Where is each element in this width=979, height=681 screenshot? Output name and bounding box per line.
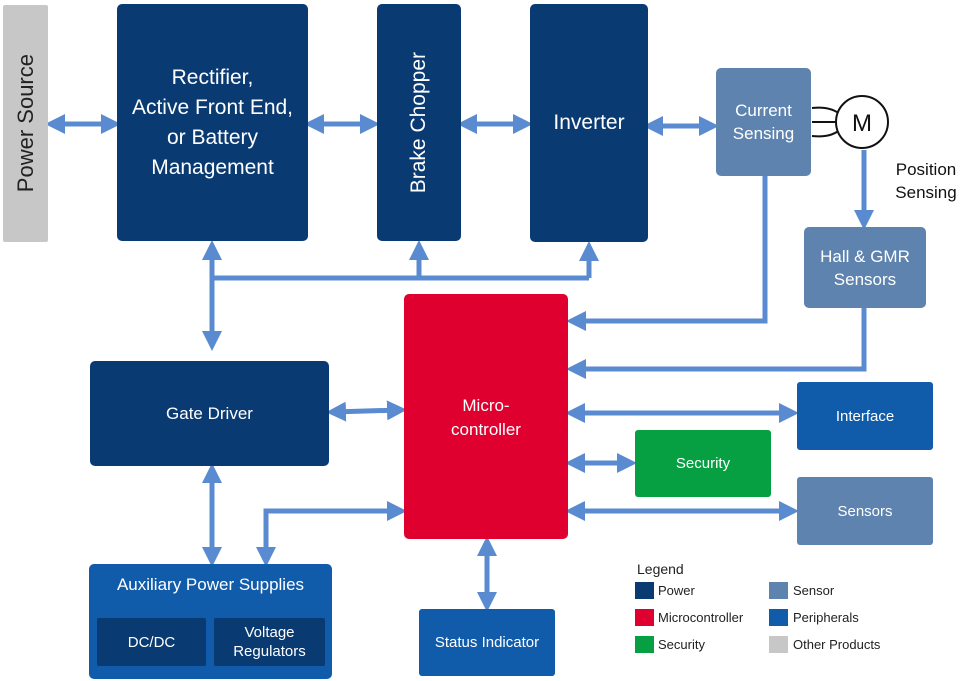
status-indicator-block: Status Indicator	[419, 609, 555, 676]
brake-chopper-label: Brake Chopper	[407, 51, 430, 194]
voltage-regulators-label: Voltage Regulators	[233, 624, 306, 660]
sensors-block: Sensors	[797, 477, 933, 545]
rectifier-block: Rectifier, Active Front End, or Battery …	[117, 4, 308, 241]
legend-swatch-peripherals	[769, 609, 788, 626]
gate-driver-block: Gate Driver	[90, 361, 329, 466]
inverter-label: Inverter	[553, 111, 625, 134]
dcdc-block: DC/DC	[97, 618, 206, 666]
power-source-label: Power Source	[12, 54, 38, 193]
legend-label-peripherals: Peripherals	[793, 610, 859, 625]
microcontroller-label: Micro- controller	[451, 396, 521, 439]
aux-power-label: Auxiliary Power Supplies	[116, 575, 305, 594]
arrow-current-mcu	[565, 176, 768, 331]
legend-swatch-microcontroller	[635, 609, 654, 626]
legend-label-other-products: Other Products	[793, 637, 881, 652]
legend-swatch-other-products	[769, 636, 788, 653]
hall-gmr-block: Hall & GMR Sensors	[804, 227, 926, 308]
legend-label-power: Power	[658, 583, 695, 598]
legend-swatch-sensor	[769, 582, 788, 599]
rectifier-label: Rectifier, Active Front End, or Battery …	[131, 65, 294, 179]
legend-label-security: Security	[658, 637, 705, 652]
current-sensing-block: Current Sensing	[716, 68, 811, 176]
brake-chopper-block: Brake Chopper	[377, 4, 461, 241]
current-sensing-label: Current Sensing	[732, 101, 795, 143]
legend-label-microcontroller: Microcontroller	[658, 610, 744, 625]
legend-swatch-security	[635, 636, 654, 653]
arrow-hall-mcu	[565, 308, 867, 379]
legend-swatch-power	[635, 582, 654, 599]
status-indicator-label: Status Indicator	[434, 634, 540, 651]
sensors-label: Sensors	[837, 502, 893, 520]
inverter-block: Inverter	[530, 4, 648, 242]
interface-block: Interface	[797, 382, 933, 450]
motor-circle	[835, 95, 889, 149]
dcdc-label: DC/DC	[127, 633, 176, 651]
legend-label-sensor: Sensor	[793, 583, 835, 598]
motor-label: M	[852, 110, 872, 137]
power-source-block: Power Source	[3, 5, 48, 242]
hall-gmr-label: Hall & GMR Sensors	[820, 246, 910, 289]
voltage-regulators-block: Voltage Regulators	[214, 618, 325, 666]
security-label: Security	[675, 455, 731, 472]
gate-driver-label: Gate Driver	[166, 403, 253, 423]
interface-label: Interface	[835, 407, 895, 425]
position-sensing-label: Position Sensing	[895, 160, 957, 202]
arrow-gate-mcu	[326, 400, 407, 422]
security-block: Security	[635, 430, 771, 497]
legend-title: Legend	[637, 561, 684, 577]
arrow-aux-mcu	[256, 501, 408, 568]
microcontroller-block: Micro- controller	[404, 294, 568, 539]
